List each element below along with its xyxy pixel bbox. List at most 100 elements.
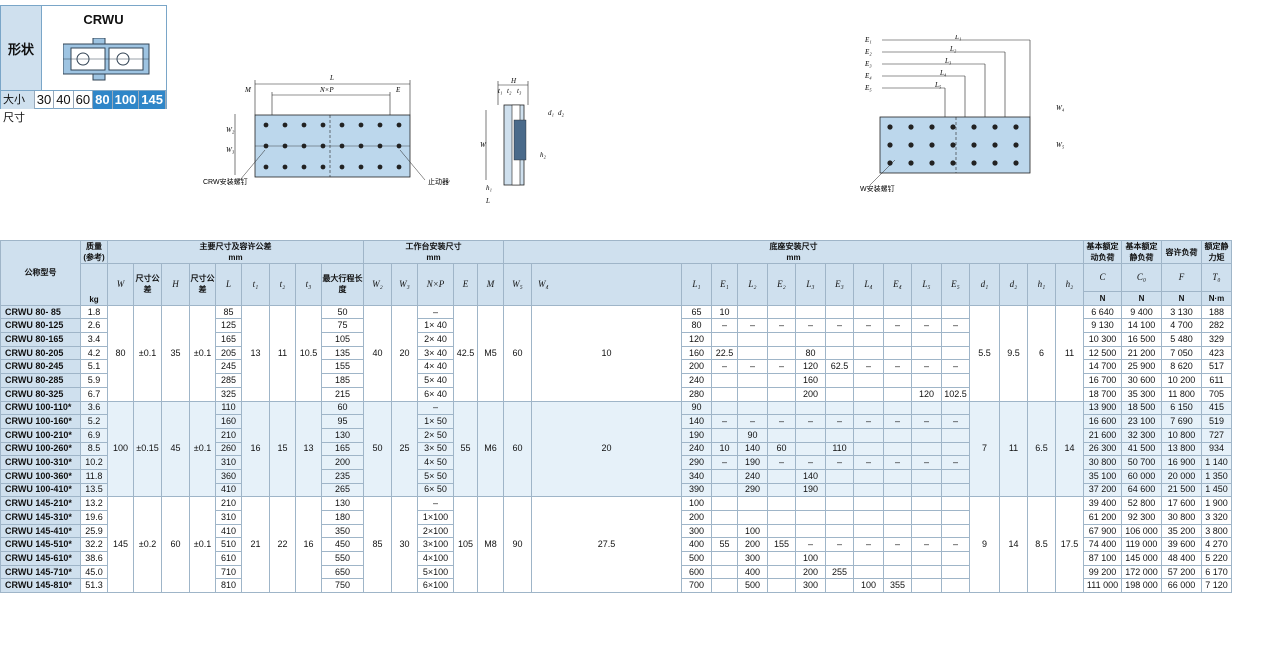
cell-T0: 519 [1201,414,1232,429]
cell-W3: 30 [391,496,418,594]
cell-mass: 3.4 [80,332,108,347]
dim-L4: L₄ [939,69,947,77]
cell-mass: 6.7 [80,386,108,402]
cell-NxP: 5× 50 [417,468,454,484]
cell-E1 [711,332,738,347]
cell-C: 16 600 [1083,414,1122,429]
cell-E5 [941,304,970,320]
size-30[interactable]: 30 [35,91,55,109]
cell-E1: 55 [711,537,738,553]
cell-model: CRWU 100-210* [0,427,81,443]
cell-E1 [711,482,738,498]
cell-L4 [853,332,884,347]
cell-L2 [737,386,768,402]
cell-mass: 3.6 [80,400,108,416]
cell-L3 [795,332,826,347]
cell-L3 [795,510,826,525]
size-145[interactable]: 145 [139,91,166,109]
cell-NxP: – [417,400,454,416]
cell-E5 [941,373,970,388]
cell-mass: 5.2 [80,414,108,429]
cell-L2: 100 [737,523,768,539]
size-80[interactable]: 80 [93,91,113,109]
dim-W: W [480,141,487,149]
cell-mass: 32.2 [80,537,108,553]
header-C0: C₀ [1121,263,1162,292]
cell-L5 [911,332,942,347]
cell-E2 [767,332,796,347]
cell-E2: 155 [767,537,796,553]
cell-model: CRWU 145-310* [0,510,81,525]
header-W: W [107,263,134,306]
header-L3: L₃ [795,263,826,306]
size-40[interactable]: 40 [54,91,74,109]
dim-L1: L₁ [954,35,961,41]
cell-model: CRWU 145-710* [0,564,81,580]
header-table-mount-text: 工作台安装尺寸 [405,242,462,251]
cell-NxP: 6× 50 [417,482,454,498]
size-60[interactable]: 60 [74,91,94,109]
cell-C0: 119 000 [1121,537,1162,553]
cell-E3 [825,386,854,402]
size-100[interactable]: 100 [112,91,140,109]
cell-T0: 7 120 [1201,578,1232,594]
cell-E5: 102.5 [941,386,970,402]
cell-C0: 92 300 [1121,510,1162,525]
cell-F: 6 150 [1161,400,1202,416]
cell-T0: 188 [1201,304,1232,320]
cell-C0: 172 000 [1121,564,1162,580]
cell-E1 [711,496,738,511]
cell-L5 [911,551,942,566]
shape-label: 形状 [1,6,42,90]
cell-C0: 16 500 [1121,332,1162,347]
header-C-title: 基本额定动负荷 [1083,240,1122,264]
cell-C0: 14 100 [1121,318,1162,334]
header-base-mount-text: 底座安装尺寸 [769,242,818,251]
cell-L5 [911,373,942,388]
dim-E5: E₅ [864,84,872,92]
cell-E4 [883,496,912,511]
cell-L1: 200 [681,510,712,525]
header-F: F [1161,263,1202,292]
cell-E5: – [941,359,970,375]
cell-Wtol: ±0.15 [133,400,162,498]
cell-W: 80 [107,304,134,402]
dim-W4: W₄ [1056,104,1065,112]
cell-L5: – [911,318,942,334]
header-T0-title: 额定静力矩 [1201,240,1232,264]
header-E4: E₄ [883,263,912,306]
cell-W3: 20 [391,304,418,402]
cell-NxP: 1× 50 [417,414,454,429]
cell-W5: 90 [503,496,532,594]
header-C0-title: 基本额定静负荷 [1121,240,1162,264]
cell-L: 310 [215,510,242,525]
cell-mass: 25.9 [80,523,108,539]
cell-NxP: 4× 50 [417,455,454,470]
cell-L3: – [795,318,826,334]
cell-F: 57 200 [1161,564,1202,580]
cell-E4 [883,304,912,320]
cell-stroke: 200 [321,455,364,470]
cell-L2: 290 [737,482,768,498]
cell-h2: 14 [1055,400,1084,498]
dim-L5: L₅ [934,81,942,89]
cell-E1: 10 [711,304,738,320]
cell-T0: 611 [1201,373,1232,388]
screw-label: CRW安装螺钉 [203,177,248,186]
cell-E5 [941,482,970,498]
cell-E1 [711,373,738,388]
